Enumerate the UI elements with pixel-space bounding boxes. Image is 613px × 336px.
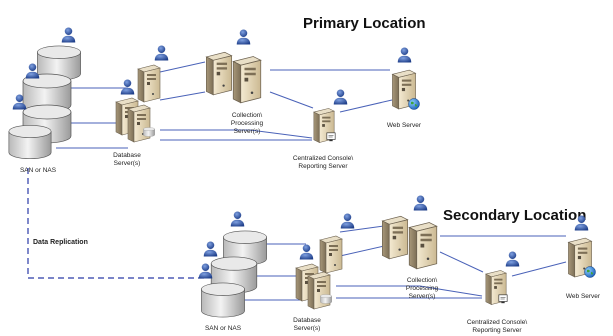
disk-stack-icon [143,127,155,137]
user-icon [397,47,412,63]
server-icon [137,64,161,103]
disk-stack-icon [201,282,245,318]
disk-stack-icon [8,124,52,160]
user-icon [120,79,135,95]
data-replication-link [27,168,205,279]
database-servers-primary [115,64,161,143]
cc-secondary-label-line2: Reporting Server [472,327,522,334]
user-icon [203,241,218,257]
user-icon [340,213,355,229]
server-icon [319,235,343,274]
console-server-secondary [485,269,508,306]
user-icon [230,211,245,227]
web-server-secondary [567,237,596,278]
web-server-primary [391,69,420,110]
server-icon [381,215,409,260]
server-icon [232,55,262,104]
cp-primary-label-line1: Collection\ [232,112,263,119]
web-primary-label: Web Server [387,122,422,129]
primary-location-title: Primary Location [303,15,426,32]
web-secondary-label: Web Server [566,293,601,300]
console-server-primary [313,107,336,144]
cp-primary-label-line2: Processing [231,120,264,127]
user-icon [236,29,251,45]
secondary-location-title: Secondary Location [443,207,586,224]
user-icon [413,195,428,211]
cc-primary-label-line1: Centralized Console\ [293,155,354,162]
cp-primary-label-line3: Server(s) [234,128,261,135]
db-secondary-label-line1: Database [293,317,321,324]
globe-icon [408,98,420,110]
cc-primary-label-line2: Reporting Server [298,163,348,170]
san-secondary-label: SAN or NAS [205,325,242,332]
user-icon [198,263,213,279]
collection-servers-secondary [381,215,438,270]
cp-secondary-label-line3: Server(s) [409,293,436,300]
db-primary-label-line1: Database [113,152,141,159]
user-icon [299,244,314,260]
server-icon [205,51,233,96]
cc-secondary-label-line1: Centralized Console\ [467,319,528,326]
cp-secondary-label-line1: Collection\ [407,277,438,284]
data-replication-label: Data Replication [33,239,88,246]
san-primary-label: SAN or NAS [20,167,57,174]
database-servers-secondary [295,235,343,310]
san-storage-primary [8,45,81,160]
user-icon [505,251,520,267]
user-icon [61,27,76,43]
db-primary-label-line2: Server(s) [114,160,141,167]
user-icon [154,45,169,61]
collection-servers-primary [205,51,262,104]
cp-secondary-label-line2: Processing [406,285,439,292]
disk-stack-icon [320,294,332,304]
server-icon [408,221,438,270]
db-secondary-label-line2: Server(s) [294,325,321,332]
globe-icon [584,266,596,278]
user-icon [333,89,348,105]
